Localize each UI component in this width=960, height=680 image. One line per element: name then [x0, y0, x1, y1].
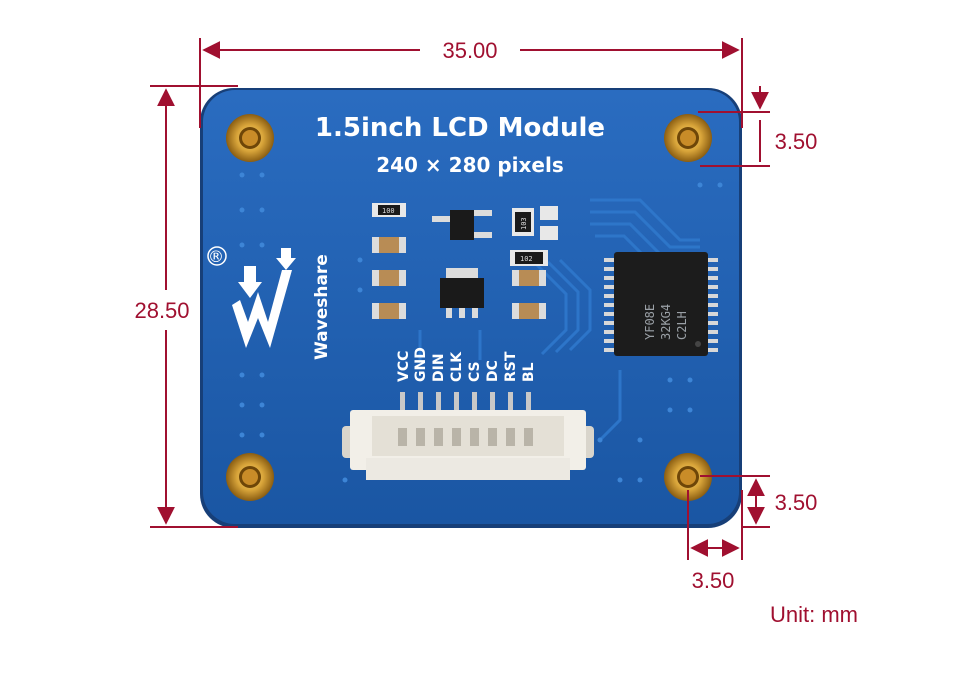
- resistor-label-2: 103: [520, 217, 528, 230]
- resistor-label-1: 100: [382, 207, 395, 215]
- dimension-hole-bottom-right-vertical: 3.50: [775, 490, 818, 515]
- connector: [342, 392, 594, 480]
- pin-label-din: DIN: [431, 353, 447, 382]
- mounting-hole-top-right: [664, 114, 712, 162]
- dimension-lines: [150, 38, 770, 560]
- mounting-hole-top-left: [226, 114, 274, 162]
- pin-label-rst: RST: [503, 351, 519, 382]
- smd-components: 100 103 102: [372, 203, 558, 319]
- dimension-width: 35.00: [442, 38, 497, 63]
- resistor-label-3: 102: [520, 255, 533, 263]
- pin-labels: VCC GND DIN CLK CS DC RST BL: [396, 347, 537, 382]
- pin-label-dc: DC: [485, 360, 501, 382]
- board-subtitle: 240 × 280 pixels: [376, 153, 564, 177]
- pin-label-gnd: GND: [413, 347, 429, 382]
- pin-label-bl: BL: [521, 362, 537, 382]
- chip-marking-1: YF08E: [643, 304, 657, 340]
- chip-marking-2: 32KG4: [659, 304, 673, 340]
- mounting-hole-bottom-right: [664, 453, 712, 501]
- unit-label: Unit: mm: [770, 602, 858, 627]
- dimension-hole-top-right: 3.50: [775, 129, 818, 154]
- driver-chip: YF08E 32KG4 C2LH: [604, 252, 718, 356]
- chip-marking-3: C2LH: [675, 311, 689, 340]
- pin-label-vcc: VCC: [396, 351, 412, 382]
- mounting-hole-bottom-left: [226, 453, 274, 501]
- dimension-height: 28.50: [134, 298, 189, 323]
- brand-name: Waveshare: [312, 254, 332, 360]
- registered-mark: ®: [208, 247, 224, 266]
- dimension-hole-bottom-right-horizontal: 3.50: [692, 568, 735, 593]
- pin-label-clk: CLK: [449, 351, 465, 382]
- board-title: 1.5inch LCD Module: [315, 113, 605, 143]
- pin-label-cs: CS: [467, 361, 483, 382]
- waveshare-logo: ® Waveshare: [207, 246, 332, 360]
